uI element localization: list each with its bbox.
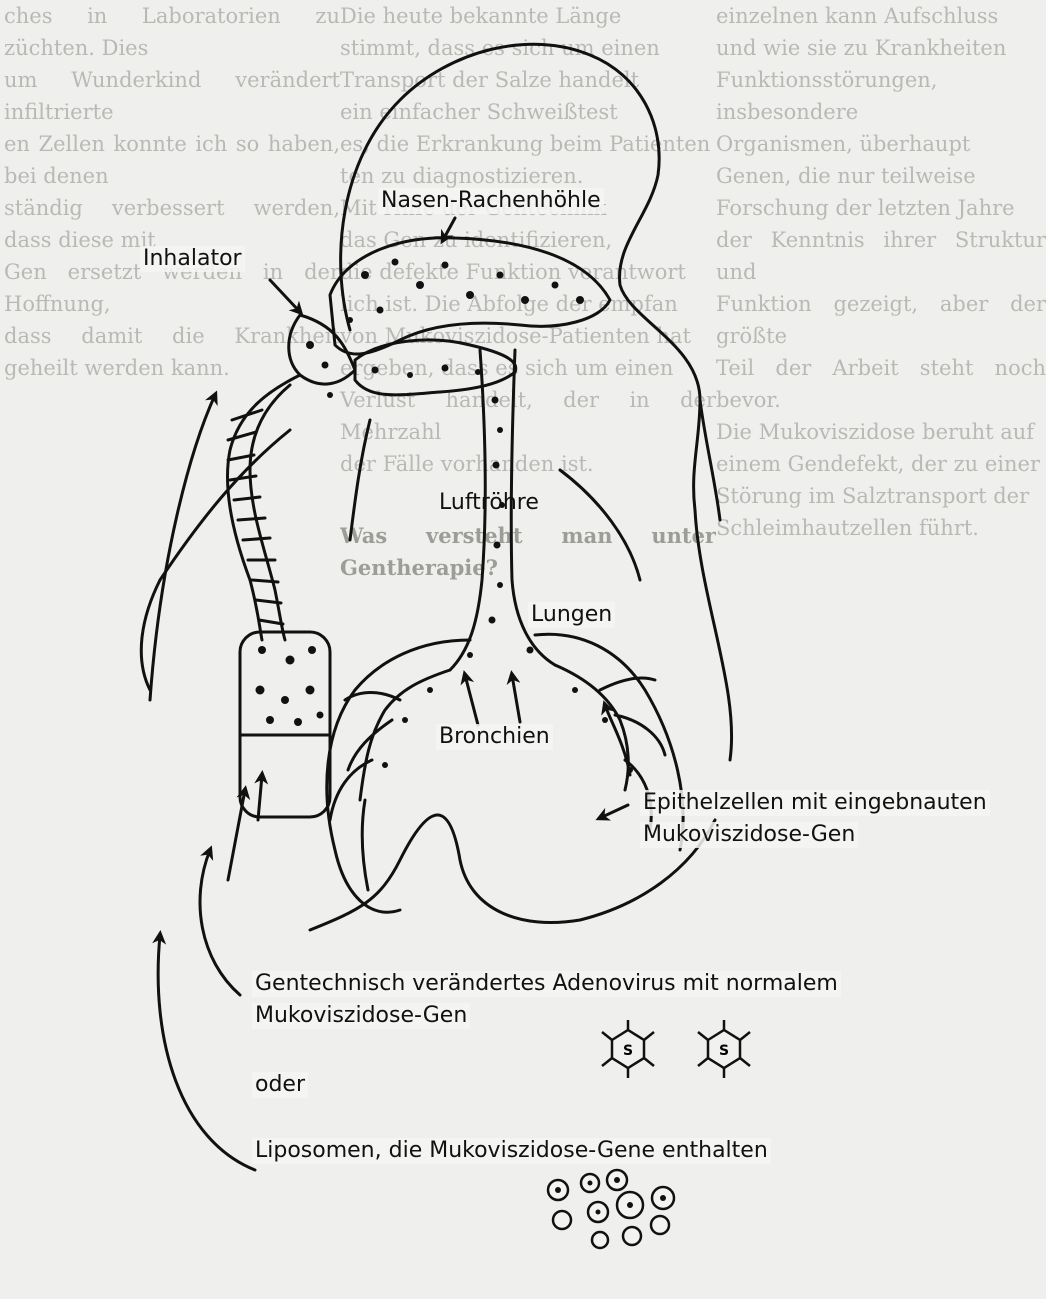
neck-outline [700,400,720,520]
arrow-chamber [258,775,262,820]
arrow-epithelial-2 [600,805,628,818]
label-adenovirus-line1: Gentechnisch verändertes Adenovirus mit … [252,971,841,997]
label-epithelial-line2: Mukoviszidose-Gen [640,822,858,848]
label-liposomes: Liposomen, die Mukoviszidose-Gene enthal… [252,1138,771,1164]
label-or: oder [252,1072,308,1098]
oral-cavity [355,340,516,395]
head-outline [341,44,732,760]
inhalator-chamber [240,632,330,817]
liposome-cluster [548,1170,674,1248]
arrow-bronchi-left [465,675,478,725]
arrow-adenovirus-1 [200,850,240,995]
virus-glyph-2: S [719,1043,729,1059]
arrow-bronchi-right [512,675,520,722]
label-nasopharynx: Nasen-Rachenhöhle [378,188,604,214]
label-bronchi: Bronchien [436,724,553,750]
label-trachea: Luftröhre [436,490,542,516]
label-inhalator: Inhalator [140,246,245,272]
arrow-inhalator [270,280,300,312]
virus-glyph-1: S [623,1043,633,1059]
label-adenovirus-line2: Mukoviszidose-Gen [252,1003,470,1029]
label-lungs: Lungen [528,602,615,628]
arrow-liposomes [158,935,255,1170]
label-epithelial-line1: Epithelzellen mit eingebnauten [640,790,990,816]
inhalator-mouthpiece [289,315,355,384]
arrow-adenovirus-2 [228,790,245,880]
